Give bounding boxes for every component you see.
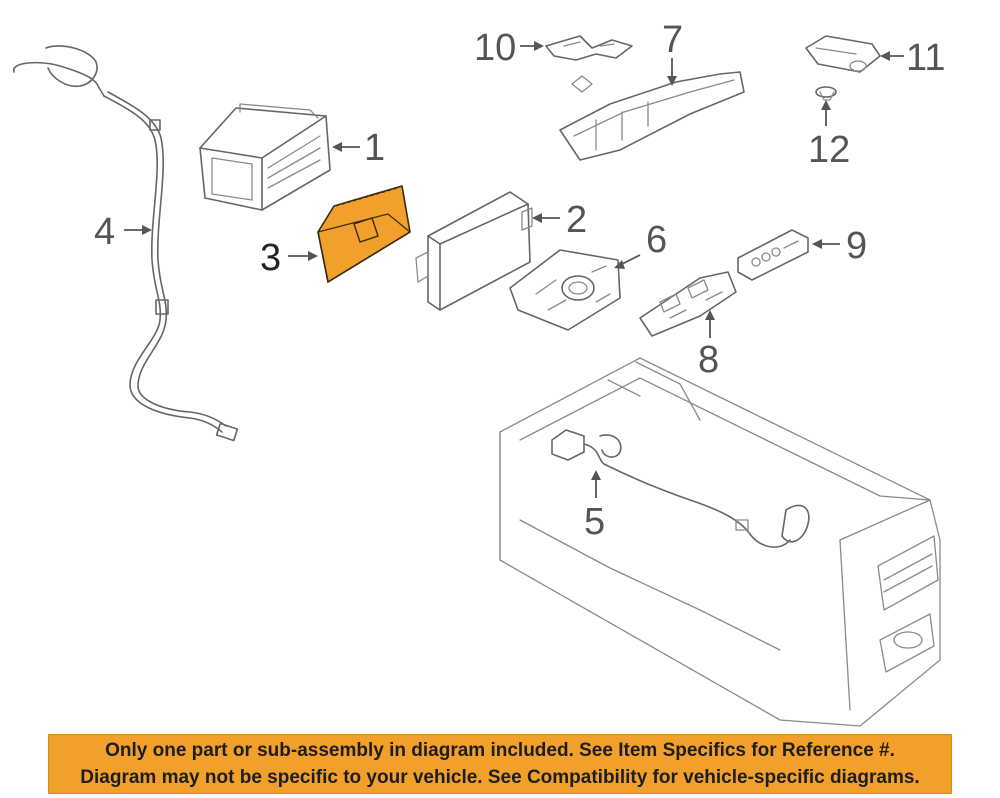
- part-11-sensor: [805, 35, 881, 73]
- callout-12: 12: [808, 129, 850, 171]
- part-8-switch-assembly: [639, 271, 737, 337]
- notice-line-1: Only one part or sub-assembly in diagram…: [105, 740, 895, 761]
- parts-diagram: 1 2 3 4 5 6 7 8 9 10 11 12: [13, 19, 945, 727]
- part-7-bracket: [559, 71, 745, 161]
- part-2-display-housing: [415, 191, 533, 311]
- callout-6: 6: [646, 219, 667, 261]
- part-10-clip: [545, 35, 633, 61]
- part-1-radio-unit: [199, 103, 331, 211]
- part-5-console-cable: [551, 429, 810, 548]
- part-12-grommet: [815, 86, 837, 101]
- callout-4: 4: [94, 211, 115, 253]
- callout-11: 11: [906, 37, 945, 79]
- notice-line-2: Diagram may not be specific to your vehi…: [80, 767, 920, 788]
- callout-7: 7: [662, 19, 683, 61]
- callout-arrows: [124, 41, 904, 498]
- callout-3: 3: [260, 237, 281, 279]
- center-console: [499, 357, 941, 727]
- callout-9: 9: [846, 225, 867, 267]
- part-3-body: [317, 185, 411, 283]
- callout-8: 8: [698, 339, 719, 381]
- callout-10: 10: [474, 27, 516, 69]
- part-3-module-highlighted: [317, 185, 411, 284]
- callout-2: 2: [566, 199, 587, 241]
- part-4-antenna-cable: [13, 45, 239, 442]
- part-9-switch-plate: [737, 229, 809, 281]
- part-6-control-panel: [509, 249, 621, 331]
- callout-1: 1: [364, 127, 385, 169]
- notice-banner: Only one part or sub-assembly in diagram…: [48, 734, 952, 794]
- callout-5: 5: [584, 501, 605, 543]
